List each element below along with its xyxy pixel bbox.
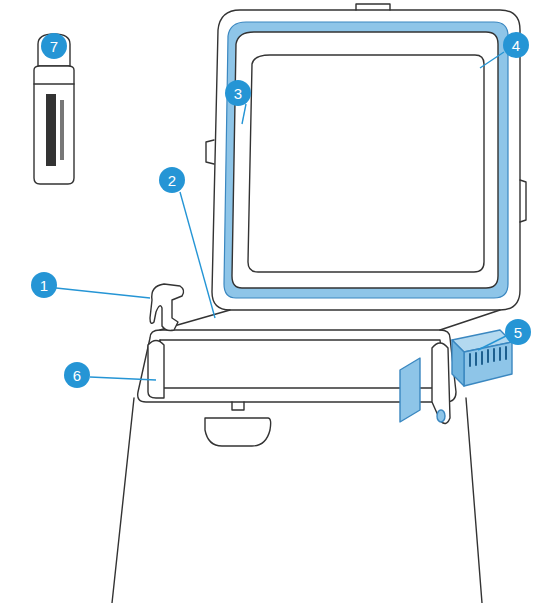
bin-right-side [466,398,482,603]
latch-tab [232,402,244,410]
filter-side [452,340,464,386]
leader-line [56,288,150,298]
left-hinge [148,341,164,399]
callout-circle: 1 [31,272,57,298]
lid-seal-gasket [224,22,508,298]
bottle-label-stripe [60,100,64,160]
bin-left-side [112,398,134,603]
lid-outer [212,10,520,310]
callout-circle: 3 [225,80,251,106]
leader-line [242,104,246,124]
lid-panel [248,55,484,272]
bottle-shoulder [34,83,74,84]
right-hinge [432,343,450,424]
filter-vents [470,347,506,366]
leader-line [180,192,215,318]
callout-circle: 5 [505,319,531,345]
bottle-label-stripe [46,94,56,166]
bag-clip [150,284,184,331]
callout-number: 3 [234,86,242,101]
lid-hinge-edge [160,310,500,330]
leader-lines [56,52,506,380]
callout-circle: 4 [503,32,529,58]
callout-number: 4 [512,38,520,53]
bottle-cap [38,34,70,66]
hinge-pin [437,410,445,422]
callout-circle: 2 [159,167,185,193]
bottle-body [34,66,74,184]
leader-line [90,377,156,380]
callout-number: 5 [514,325,522,340]
callout-circle: 6 [64,362,90,388]
leader-line [478,336,506,350]
leader-line [480,52,504,68]
callout-number: 1 [40,278,48,293]
lid-side-notch [206,140,214,164]
filter-stem [400,358,420,422]
callout-number: 2 [168,173,176,188]
lid-inner-frame [232,32,498,288]
callout-number: 6 [73,368,81,383]
lid-side-notch [520,180,526,222]
front-latch [205,418,271,446]
callout-number: 7 [50,39,58,54]
lid-top-tab [356,4,390,10]
callout-circle: 7 [41,33,67,59]
filter-front [464,342,512,386]
